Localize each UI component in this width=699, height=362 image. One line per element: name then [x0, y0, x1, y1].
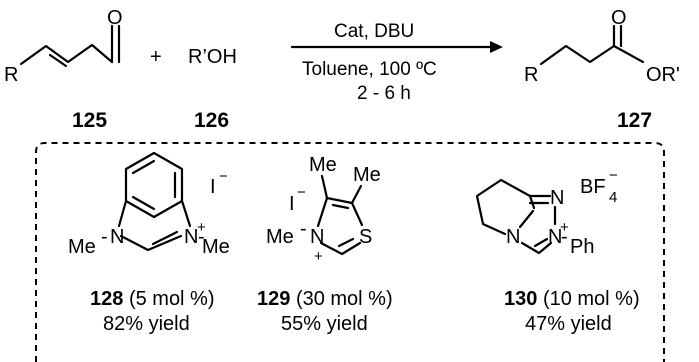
product-127-oxygen: O: [611, 7, 627, 29]
catalyst-128-bond-n-c2-n: [119, 234, 183, 252]
catalyst-129-methyl-n-dash: -: [300, 218, 307, 240]
catalyst-128-benzene-ring: [124, 151, 184, 219]
product-127-number: 127: [617, 109, 652, 132]
reactant-125-r-label: R: [4, 64, 18, 86]
catalyst-129-ring-bottom: [319, 241, 362, 256]
catalyst-128-counterion-charge: −: [219, 168, 228, 185]
catalyst-128-yield: 82% yield: [103, 313, 190, 335]
catalyst-128-aromatic-bond-3: [131, 195, 156, 211]
catalyst-129-structure: Me Me N + S Me - I −: [266, 154, 381, 265]
catalyst-129-ring-top: [316, 196, 364, 228]
catalyst-129-methyl-top: Me: [309, 154, 337, 176]
conditions-solvent-temperature: Toluene, 100 ºC: [302, 59, 437, 80]
catalyst-130-n-top: N: [550, 187, 564, 209]
reactant-126-number: 126: [194, 109, 229, 132]
catalyst-128-cation-charge: +: [197, 219, 206, 236]
catalyst-129-caption: 129 (30 mol %): [257, 288, 393, 310]
catalyst-130-yield: 47% yield: [525, 313, 612, 335]
catalyst-128-methyl-left-dash: -: [101, 226, 108, 248]
catalyst-128-caption: 128 (5 mol %): [90, 288, 215, 310]
catalyst-box-border: [35, 142, 665, 362]
catalyst-128-counterion: I: [210, 176, 216, 198]
catalyst-129-bond-me-c4: [320, 174, 329, 200]
catalyst-129-loading: (30 mol %): [296, 288, 393, 310]
reactant-126-formula: R’OH: [188, 46, 237, 68]
catalyst-128-bond-c-n3: [180, 199, 192, 228]
product-127-chain: [539, 44, 645, 66]
catalyst-129-bond-me-c5: [350, 184, 363, 205]
catalyst-128-methyl-right-dash: -: [198, 226, 205, 248]
catalyst-129-cation-charge: +: [314, 248, 323, 265]
catalyst-128-n-right: N: [184, 226, 198, 248]
catalyst-128-double-bond-c2-n: [151, 230, 179, 246]
catalyst-129-methyl-right: Me: [353, 164, 381, 186]
catalyst-130-n-left: N: [506, 226, 520, 248]
catalyst-129-counterion: I: [289, 193, 295, 215]
catalyst-128-methyl-left: Me: [68, 236, 96, 258]
plus-sign: +: [150, 46, 162, 68]
catalyst-130-phenyl-dash: -: [561, 226, 568, 248]
catalyst-130-ring-bottom: [520, 241, 553, 255]
reactant-125-structure: R O: [4, 7, 123, 86]
catalyst-130-number: 130: [504, 288, 537, 310]
catalyst-128-structure: N N + Me - Me - I −: [68, 151, 230, 258]
catalyst-129-n: N: [310, 226, 324, 248]
catalyst-129-number: 129: [257, 288, 290, 310]
reactant-125-double-bond: [48, 53, 68, 68]
catalyst-128-bond-c-n1: [117, 199, 128, 228]
reactant-125-number: 125: [72, 109, 107, 132]
product-127-ester-group: OR': [646, 64, 680, 86]
catalyst-130-phenyl: Ph: [570, 236, 594, 258]
catalyst-130-double-bond-bottom: [533, 237, 549, 248]
catalyst-130-loading: (10 mol %): [543, 288, 640, 310]
catalyst-129-s: S: [359, 226, 372, 248]
catalyst-130-cation-charge: +: [560, 219, 569, 236]
catalyst-128-loading: (5 mol %): [129, 288, 215, 310]
catalyst-129-yield: 55% yield: [281, 313, 368, 335]
catalyst-128-n-left: N: [110, 226, 124, 248]
catalyst-130-counterion-charge: −: [609, 167, 618, 184]
catalyst-129-counterion-charge: −: [297, 184, 306, 201]
catalyst-129-double-bond-c4-c5: [331, 203, 350, 210]
catalyst-130-structure: N N N + - Ph BF 4 −: [475, 167, 618, 258]
catalyst-128-aromatic-bond-1: [131, 159, 156, 175]
conditions-catalyst-base: Cat, DBU: [334, 21, 414, 42]
reactant-125-chain: [19, 43, 114, 66]
catalyst-128-number: 128: [90, 288, 123, 310]
catalyst-130-counterion-subscript: 4: [609, 189, 617, 206]
catalyst-130-caption: 130 (10 mol %): [504, 288, 640, 310]
product-127-structure: R O OR': [524, 7, 680, 86]
catalyst-129-methyl-n: Me: [266, 226, 294, 248]
catalyst-130-counterion: BF: [580, 176, 606, 198]
catalyst-130-pyrrolidine-ring: [475, 178, 536, 236]
reaction-arrow-head: [490, 41, 503, 53]
catalyst-129-double-bond-c2: [337, 237, 355, 248]
catalyst-130-bond-c-n-left: [518, 209, 535, 229]
reactant-125-oxygen: O: [107, 7, 123, 29]
catalyst-130-n-plus: N: [548, 226, 562, 248]
product-127-r-label: R: [524, 64, 538, 86]
conditions-time: 2 - 6 h: [357, 83, 411, 104]
catalyst-128-methyl-right: Me: [202, 236, 230, 258]
